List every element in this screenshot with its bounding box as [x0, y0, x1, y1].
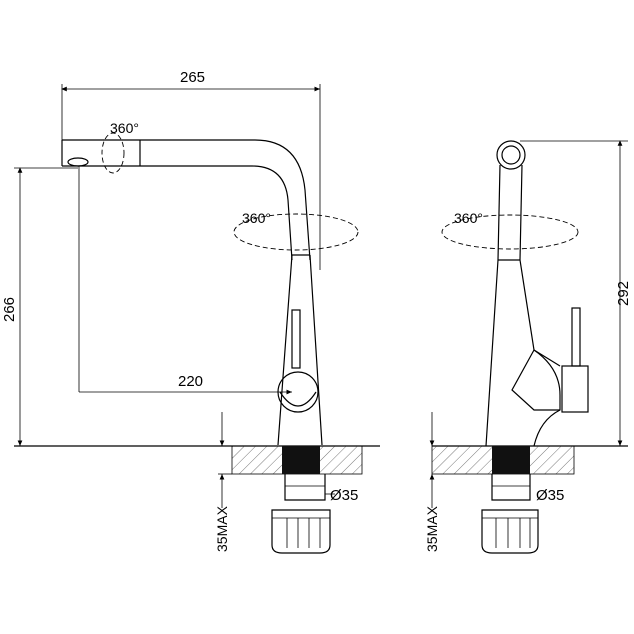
aerator-rotation-label: 360° [110, 120, 139, 136]
lever-handle-right [571, 307, 581, 367]
faucet-body [277, 254, 323, 446]
threaded-pipe-left [284, 474, 326, 501]
spout-top-edge [62, 139, 311, 261]
dim-label-220: 220 [178, 373, 203, 390]
fixing-nut-left [271, 509, 331, 554]
spout-rotation-label-right: 360° [454, 210, 483, 226]
spout-head [496, 140, 526, 170]
mount-nut-right [492, 446, 530, 474]
dim-label-292: 292 [615, 281, 632, 306]
pipe-diameter-right: Ø35 [536, 487, 564, 504]
deck-max-label-left: 35MAX [214, 505, 230, 552]
spout-neck [497, 164, 523, 261]
mount-nut-left [282, 446, 320, 474]
spout-rotation-label-left: 360° [242, 210, 271, 226]
pipe-diameter-left: Ø35 [330, 487, 358, 504]
lever-handle [291, 309, 301, 369]
spout-bottom-edge [62, 165, 293, 261]
fixing-nut-right [481, 509, 539, 554]
deck-max-label-right: 35MAX [424, 505, 440, 552]
front-view-right: 360° 292 35MAX Ø35 [424, 140, 632, 554]
side-view-left: 265 360° 360° 266 220 [1, 69, 380, 554]
dim-label-266: 266 [1, 297, 18, 322]
spout-rotation-ellipse-left [233, 213, 359, 251]
spout-rotation-ellipse-right [441, 214, 579, 250]
dim-label-265: 265 [180, 69, 205, 86]
cartridge-right [561, 365, 589, 413]
aerator-rotation-ellipse [101, 132, 125, 174]
aerator-icon [67, 157, 89, 167]
faucet-body-right [485, 259, 561, 447]
threaded-pipe-right [491, 474, 531, 501]
